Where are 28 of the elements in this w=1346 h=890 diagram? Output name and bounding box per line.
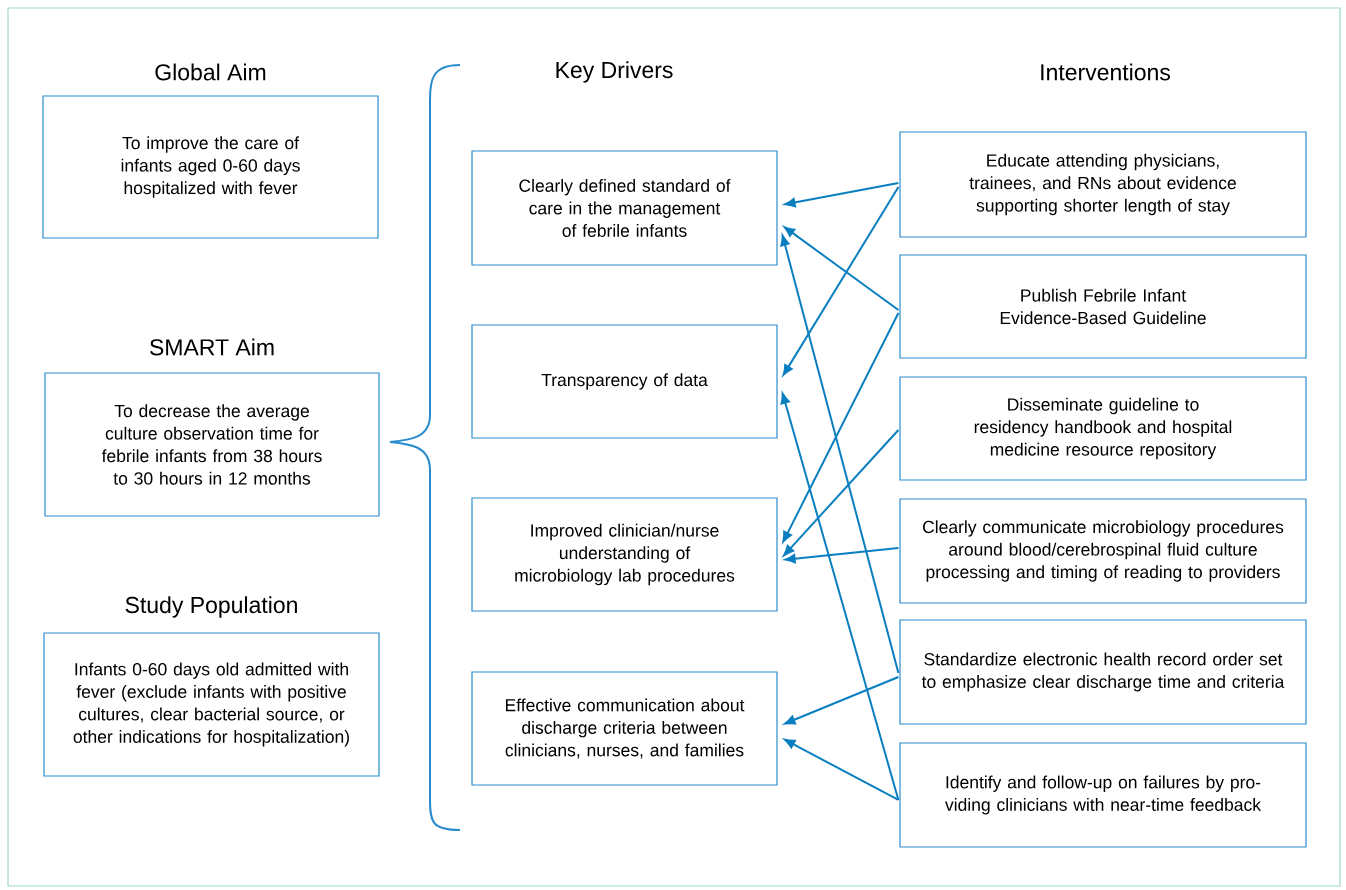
heading: SMART Aim	[150, 338, 274, 356]
text-box: Disseminate guideline to residency handbook and hospital medicine resource repository	[899, 376, 1307, 481]
arrow	[784, 738, 900, 801]
text-box: To decrease the average culture observation time for febrile infants from 38 hours to 30 hours in 12 months	[44, 372, 380, 517]
arrow	[780, 392, 900, 801]
column-heading: Interventions	[1041, 63, 1170, 81]
column-heading: Key Drivers	[556, 61, 673, 83]
text-box: Educate attending physicians, trainees, and RNs about evidence supporting shorter length of stay	[899, 131, 1307, 238]
text-box: Infants 0-60 days old admitted with fever (exclude infants with positive cultures, clear bacterial source, or other indications for hospitalization)	[43, 632, 380, 777]
text-box: Effective communication about discharge criteria between clinicians, nurses, and families	[471, 671, 778, 786]
text-box: Identify and follow-up on failures by pro-viding clinicians with near-time feedback	[899, 742, 1307, 848]
arrow	[784, 547, 900, 564]
text-box: Standardize electronic health record order set to emphasize clear discharge time and criteria	[899, 619, 1307, 725]
arrow	[782, 312, 900, 543]
text-box: To improve the care of infants aged 0-60 days hospitalized with fever	[42, 95, 379, 239]
arrow	[784, 182, 900, 208]
text-box: Publish Febrile Infant Evidence-Based Guideline	[899, 254, 1307, 359]
arrow	[783, 226, 900, 311]
text-box: Improved clinician/nurse understanding of microbiology lab procedures	[471, 497, 778, 612]
heading: Study Population	[125, 596, 297, 618]
text-box: Clearly communicate microbiology procedures around blood/cerebrospinal fluid culture processing and timing of reading to providers	[899, 498, 1307, 604]
arrow	[784, 676, 900, 725]
text-box: Transparency of data	[471, 324, 778, 439]
arrow	[780, 234, 900, 674]
arrow	[782, 186, 900, 376]
text-box: Clearly defined standard of care in the management of febrile infants	[471, 150, 778, 266]
heading: Global Aim	[155, 63, 266, 81]
arrow	[783, 429, 900, 557]
